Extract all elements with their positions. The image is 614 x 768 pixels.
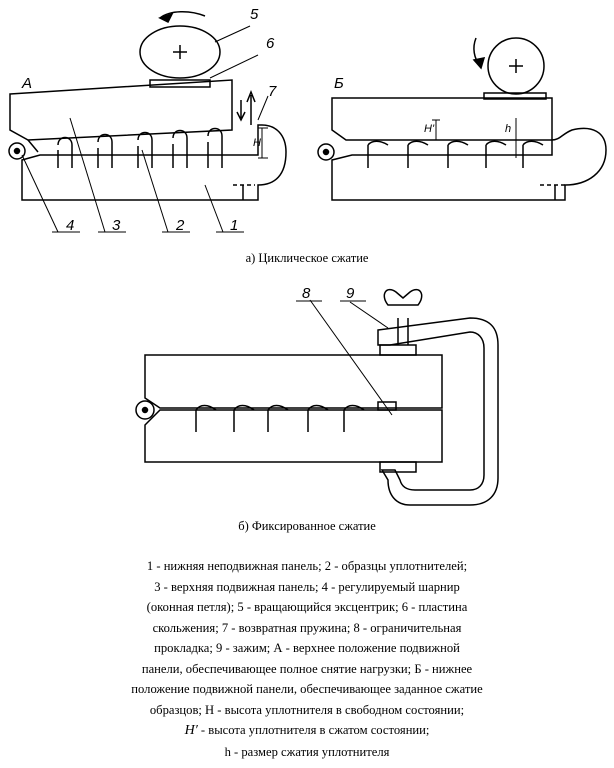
num-8: 8 — [302, 285, 311, 302]
samples-b — [367, 140, 544, 168]
label-B: Б — [334, 75, 344, 92]
hinge-a — [8, 142, 26, 160]
num-9: 9 — [346, 285, 355, 302]
num-5: 5 — [250, 6, 259, 23]
num-7: 7 — [268, 83, 277, 100]
eccentric-b — [487, 37, 545, 95]
legend-line: 1 - нижняя неподвижная панель; 2 - образ… — [146, 559, 468, 573]
caption-b: б) Фиксированное сжатие — [238, 519, 376, 533]
hprime-text: - высота уплотнителя в сжатом состоянии; — [197, 723, 430, 737]
figure-fixed — [135, 288, 499, 506]
legend: 1 - нижняя неподвижная панель; 2 - образ… — [60, 556, 554, 762]
legend-line: положение подвижной панели, обеспечивающ… — [131, 682, 483, 696]
top-panel-c — [144, 354, 443, 409]
legend-line: 3 - верхняя подвижная панель; 4 - регули… — [154, 579, 460, 594]
clamp-c — [377, 317, 499, 506]
label-H: H — [253, 137, 261, 149]
label-h: h — [505, 123, 511, 135]
caption-a: а) Циклическое сжатие — [246, 251, 369, 265]
bottom-panel-c — [144, 409, 443, 463]
legend-line: (оконная петля); 5 - вращающийся эксцент… — [146, 600, 468, 614]
num-3: 3 — [112, 217, 121, 234]
label-H-prime: H' — [424, 123, 435, 135]
legend-line: h - размер сжатия уплотнителя — [224, 744, 390, 759]
hinge-b — [317, 143, 335, 161]
hprime-symbol: H′ — [184, 723, 198, 738]
figure-a — [8, 11, 287, 233]
num-6: 6 — [266, 35, 275, 52]
slide-plate-a — [149, 79, 211, 88]
top-panel-b — [331, 97, 553, 141]
legend-line: образцов; Н - высота уплотнителя в свобо… — [149, 702, 465, 717]
num-4: 4 — [66, 217, 74, 234]
top-panel-a — [9, 79, 233, 141]
samples-c — [195, 404, 365, 432]
bottom-panel-b — [331, 127, 607, 201]
legend-line: панели, обеспечивающее полное снятие наг… — [141, 661, 473, 676]
figure-b-compressed — [317, 37, 607, 201]
samples-a — [57, 127, 223, 168]
legend-line: скольжения; 7 - возвратная пружина; 8 - … — [152, 620, 462, 635]
label-A: А — [21, 75, 32, 92]
eccentric-a — [139, 25, 221, 79]
hinge-c — [135, 400, 155, 420]
slide-plate-b — [483, 92, 547, 100]
legend-line: прокладка; 9 - зажим; А - верхнее положе… — [154, 641, 460, 655]
limit-spacer — [377, 401, 397, 411]
num-1: 1 — [230, 217, 238, 234]
legend-line-hprime: H′ - высота уплотнителя в сжатом состоян… — [60, 720, 554, 742]
bottom-panel-a — [21, 124, 287, 201]
num-2: 2 — [175, 217, 185, 234]
